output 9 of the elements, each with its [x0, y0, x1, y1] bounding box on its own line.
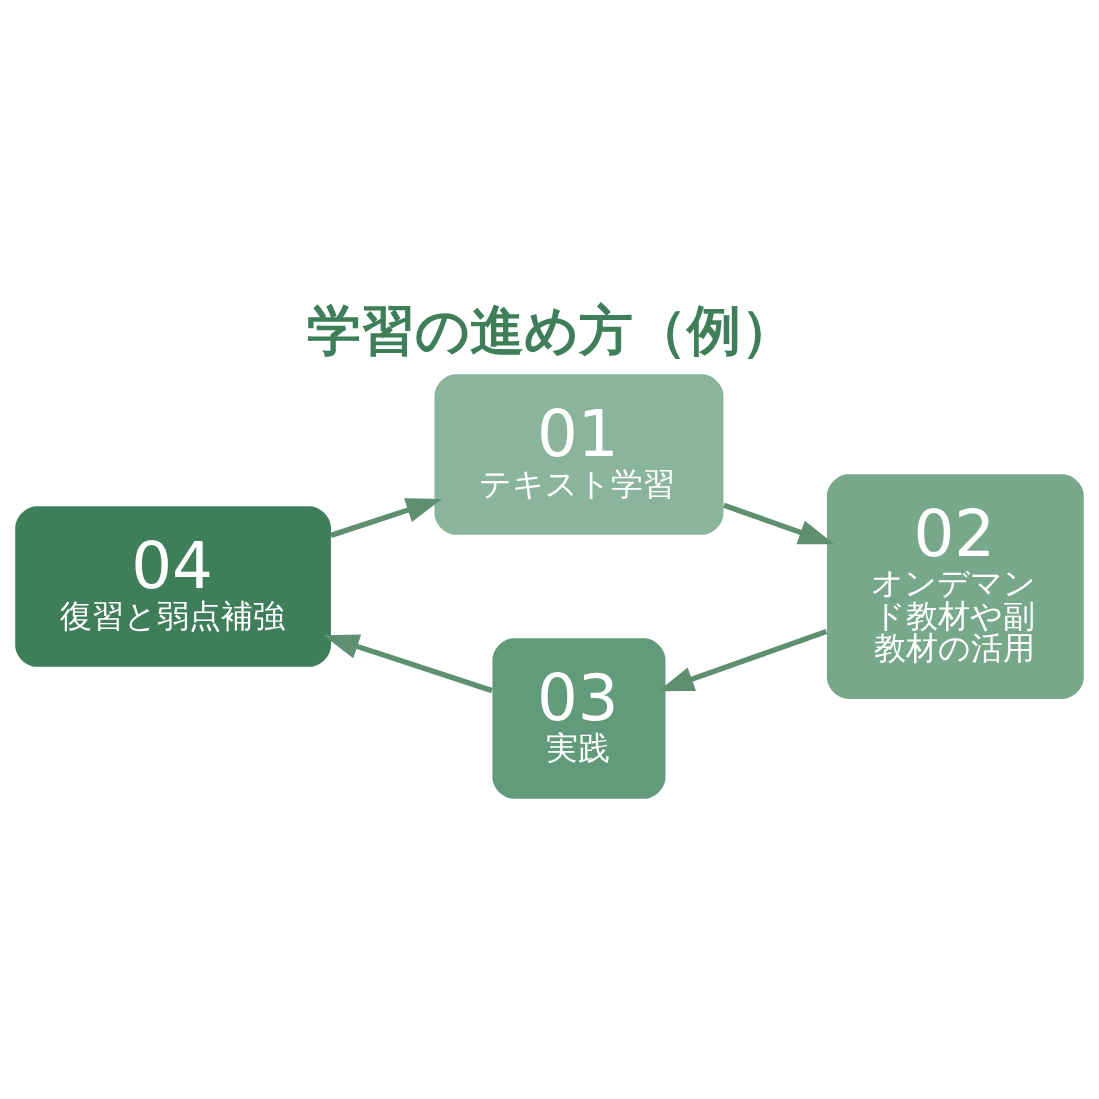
- arrow: [323, 634, 493, 693]
- node-box: 02 オンデマンド教材や副教材の活用: [826, 473, 1084, 699]
- node-box: 04 復習と弱点補強: [15, 505, 331, 667]
- arrow: [330, 497, 442, 538]
- diagram-title: 学習の進め方（例）: [306, 298, 795, 362]
- arrow: [658, 628, 828, 691]
- node-box: 03 実践: [492, 637, 666, 799]
- arrow: [722, 502, 835, 544]
- node-box: 01 テキスト学習: [434, 373, 724, 535]
